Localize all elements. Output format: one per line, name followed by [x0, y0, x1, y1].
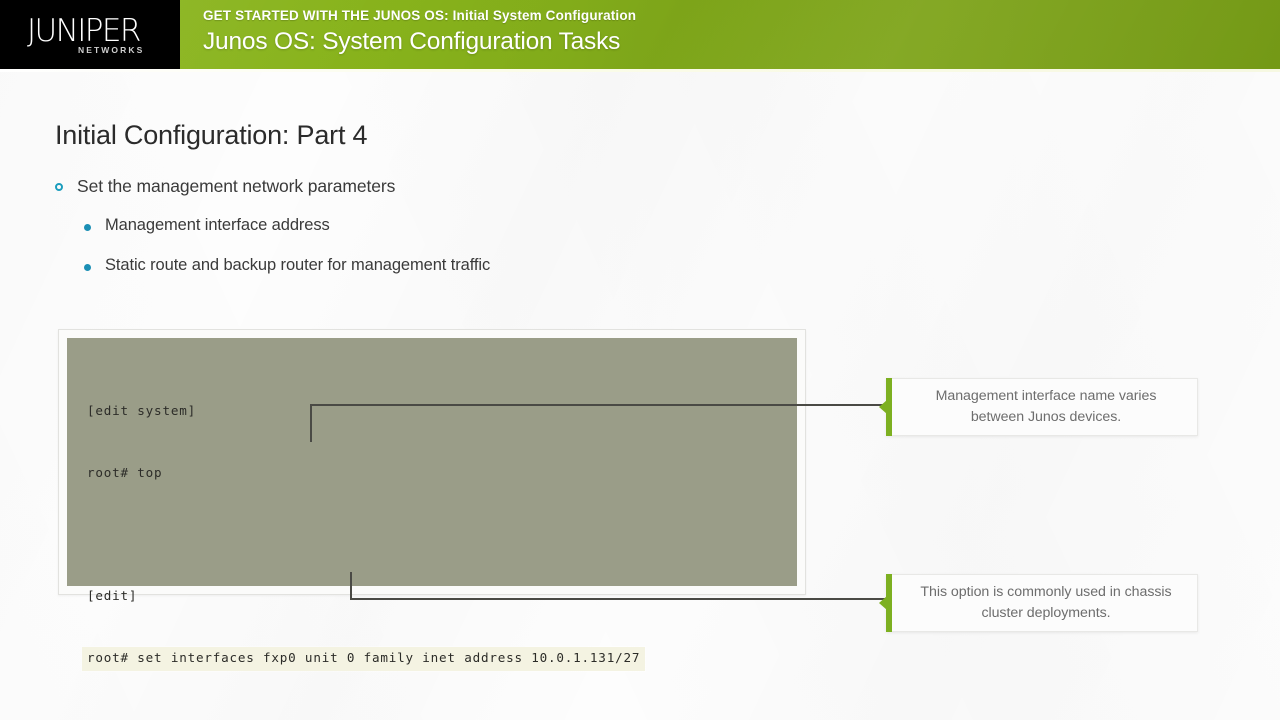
page-title: Initial Configuration: Part 4 — [55, 120, 368, 150]
header-text-group: GET STARTED WITH THE JUNOS OS: Initial S… — [203, 8, 636, 56]
dot-bullet-icon — [84, 224, 91, 231]
header-sheen-overlay — [0, 0, 1280, 69]
cli-code-block: [edit system] root# top [edit] root# set… — [67, 338, 797, 671]
bullet-label: Static route and backup router for manag… — [105, 256, 491, 274]
bullet-item-sub-2: Static route and backup router for manag… — [84, 256, 490, 275]
header-subject-title: Junos OS: System Configuration Tasks — [203, 28, 621, 55]
juniper-networks-subtext: NETWORKS — [78, 45, 145, 55]
callout-accent-bar — [886, 574, 892, 632]
code-line-blank — [87, 709, 674, 720]
callout-box-2: This option is commonly used in chassis … — [879, 574, 1198, 632]
code-line: root# top — [87, 464, 163, 480]
callout-arrow-icon — [879, 596, 887, 610]
hollow-circle-bullet-icon — [55, 183, 63, 191]
callout-connector-2-horizontal — [350, 598, 888, 600]
callout-box-1: Management interface name varies between… — [879, 378, 1198, 436]
code-panel-frame: [edit system] root# top [edit] root# set… — [58, 329, 806, 671]
juniper-wordmark: JUNIPER — [27, 13, 141, 49]
bullet-item-sub-1: Management interface address — [84, 216, 330, 235]
callout-accent-bar — [886, 378, 892, 436]
code-line: [edit system] — [87, 403, 196, 418]
code-line-blank — [87, 524, 674, 545]
callout-connector-2-vertical — [350, 572, 352, 600]
dot-bullet-icon — [84, 264, 91, 271]
bullet-item-primary: Set the management network parameters — [55, 176, 395, 197]
cli-code-text: [edit system] root# top [edit] root# set… — [82, 360, 674, 720]
callout-text: Management interface name varies between… — [935, 388, 1157, 425]
bullet-label: Management interface address — [105, 216, 330, 234]
header-eyebrow: GET STARTED WITH THE JUNOS OS: Initial S… — [203, 8, 637, 23]
bullet-label: Set the management network parameters — [77, 176, 396, 196]
code-line-highlighted: root# set interfaces fxp0 unit 0 family … — [82, 647, 674, 671]
code-line: [edit] — [87, 587, 138, 603]
slide-header-bar — [0, 0, 1280, 69]
callout-connector-1-horizontal — [310, 404, 888, 406]
callout-connector-1-vertical — [310, 404, 312, 442]
juniper-logo-block: JUNIPER NETWORKS — [0, 0, 180, 69]
header-underline — [0, 69, 1280, 72]
callout-text: This option is commonly used in chassis … — [920, 584, 1172, 621]
callout-arrow-icon — [879, 400, 887, 414]
